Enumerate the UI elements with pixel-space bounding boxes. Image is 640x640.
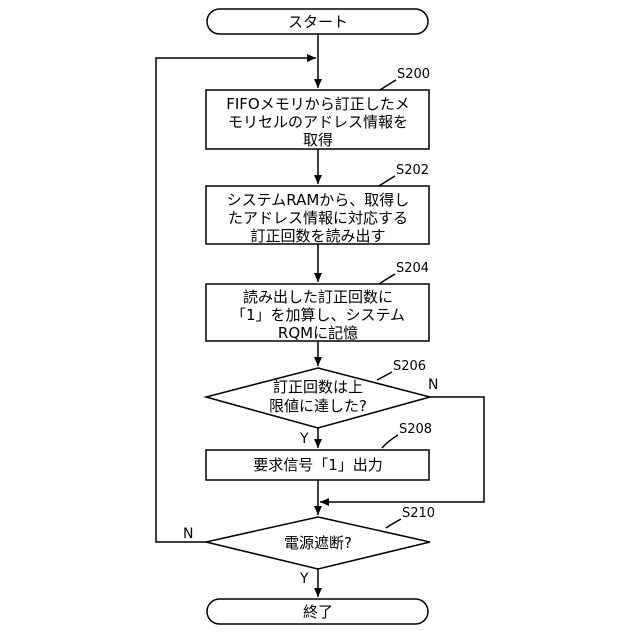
decision-s206-line-2: 限値に達した? [269, 397, 367, 415]
start-text: スタート [288, 13, 348, 31]
step-label-s202: S202 [396, 163, 429, 178]
process-s204-line-3: RQMに記憶 [278, 324, 358, 342]
decision-s206-no-label: N [428, 377, 438, 393]
step-label-s208-leader [382, 435, 398, 448]
decision-s210-no-label: N [183, 526, 193, 542]
step-label-s206: S206 [393, 359, 426, 374]
decision-s206-line-1: 訂正回数は上 [273, 378, 363, 396]
step-label-s200-leader [380, 80, 396, 90]
end-text: 終了 [303, 603, 333, 621]
step-label-s204-leader [379, 274, 395, 284]
process-s204-line-2: 「1」を加算し、システム [231, 306, 405, 324]
decision-s210-yes-label: Y [299, 571, 309, 587]
step-label-s206-leader [377, 372, 392, 380]
step-label-s200: S200 [397, 67, 430, 82]
process-s202-line-2: たアドレス情報に対応する [228, 209, 408, 227]
decision-s206-yes-label: Y [299, 431, 309, 447]
decision-s210-line-1: 電源遮断? [284, 534, 352, 552]
step-label-s208: S208 [399, 422, 432, 437]
step-label-s204: S204 [396, 261, 429, 276]
step-label-s210: S210 [402, 506, 435, 521]
step-label-s202-leader [379, 176, 395, 186]
process-s202-line-3: 訂正回数を読み出す [250, 227, 385, 245]
process-s200-line-1: FIFOメモリから訂正したメ [226, 95, 410, 113]
process-s200-line-3: 取得 [303, 131, 333, 149]
process-s208-line-1: 要求信号「1」出力 [253, 456, 383, 474]
process-s200-line-2: モリセルのアドレス情報を [228, 113, 408, 131]
process-s204-line-1: 読み出した訂正回数に [243, 288, 393, 306]
process-s202-line-1: システムRAMから、取得し [227, 191, 410, 209]
step-label-s210-leader [386, 519, 401, 528]
